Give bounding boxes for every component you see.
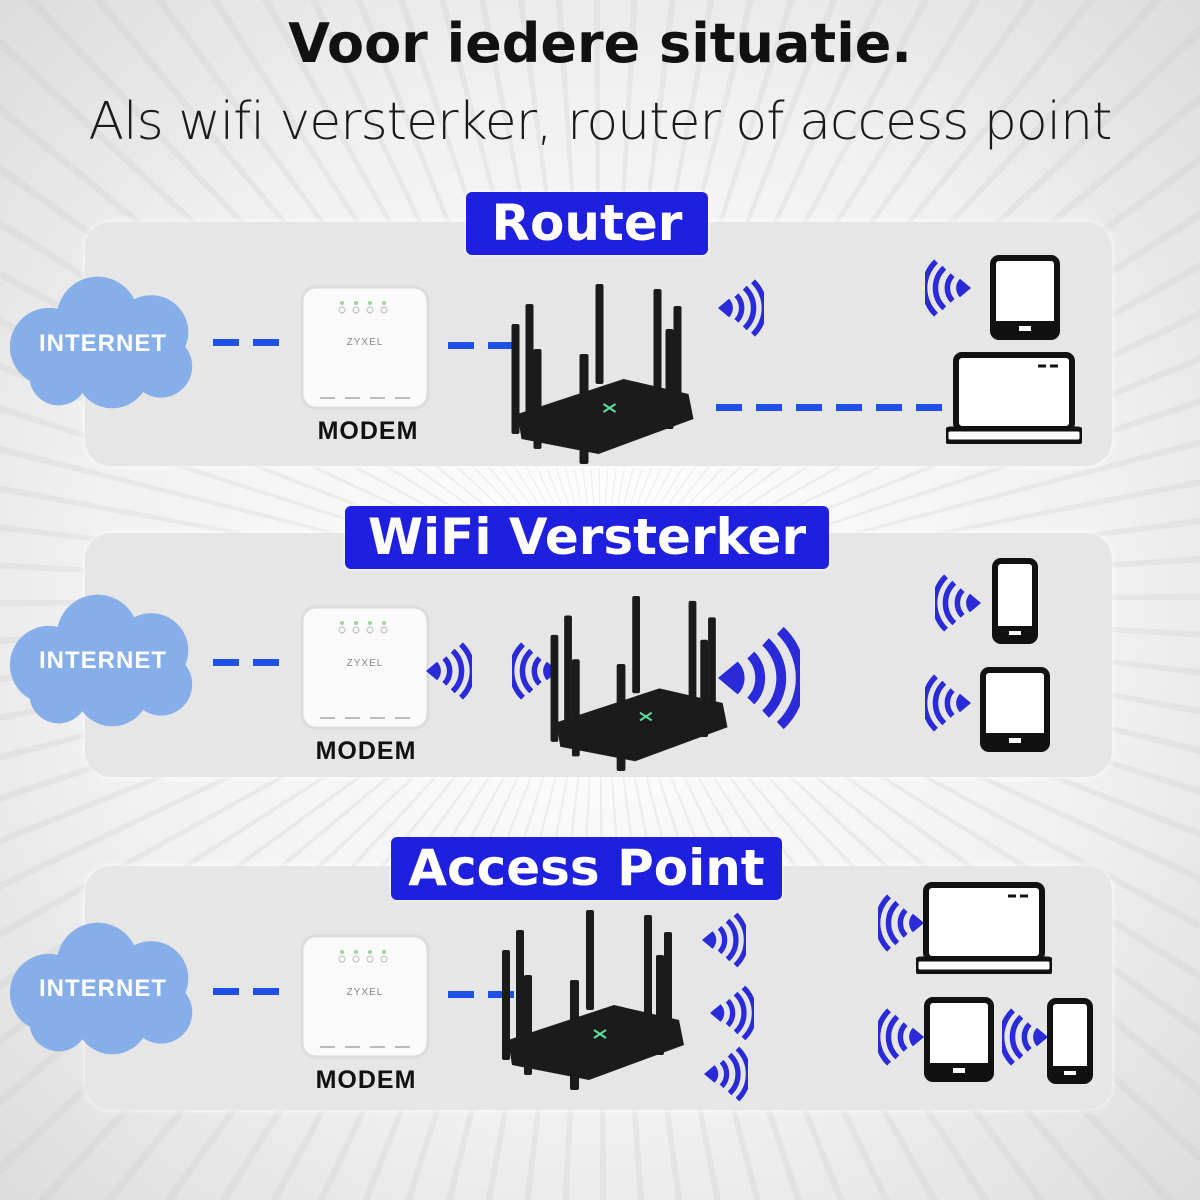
modem-label: MODEM	[317, 417, 419, 445]
modem-brand: ZYXEL	[346, 987, 384, 998]
cloud-label: INTERNET	[39, 975, 167, 1002]
wifi-signal-icon	[935, 572, 981, 634]
phone-icon	[1047, 997, 1093, 1085]
modem-label: MODEM	[315, 1066, 417, 1094]
access-point-label: Access Point	[391, 837, 782, 900]
wifi-signal-icon	[710, 983, 754, 1043]
connection-line	[213, 339, 285, 346]
page-subtitle: Als wifi versterker, router of access po…	[88, 92, 1113, 152]
extender-label: WiFi Versterker	[345, 506, 829, 569]
laptop-icon	[916, 882, 1052, 974]
wifi-signal-icon	[925, 257, 971, 319]
extender-router-icon	[540, 596, 740, 771]
router-icon	[496, 284, 711, 464]
tablet-icon	[924, 997, 994, 1082]
cloud-label: INTERNET	[39, 647, 167, 674]
laptop-icon	[946, 352, 1082, 444]
connection-line	[213, 988, 285, 995]
wifi-signal-icon	[1002, 1006, 1048, 1068]
wifi-signal-icon	[718, 277, 764, 339]
phone-icon	[992, 558, 1038, 644]
router-label: Router	[466, 192, 708, 255]
modem-brand: ZYXEL	[346, 337, 384, 348]
tablet-icon	[980, 667, 1050, 752]
wifi-signal-icon	[704, 1044, 748, 1104]
wifi-signal-icon	[426, 640, 472, 702]
modem-label: MODEM	[315, 737, 417, 765]
wifi-signal-large-icon	[718, 600, 800, 756]
connection-line	[716, 404, 948, 411]
cloud-label: INTERNET	[39, 330, 167, 357]
wifi-signal-icon	[925, 672, 971, 734]
connection-line	[448, 342, 523, 349]
wifi-signal-icon	[878, 1006, 924, 1068]
modem-brand: ZYXEL	[346, 658, 384, 669]
access-point-router-icon	[494, 910, 694, 1090]
connection-line	[213, 659, 285, 666]
tablet-icon	[990, 255, 1060, 340]
connection-line	[448, 991, 514, 998]
wifi-signal-icon	[702, 910, 746, 970]
page-title: Voor iedere situatie.	[288, 12, 912, 75]
